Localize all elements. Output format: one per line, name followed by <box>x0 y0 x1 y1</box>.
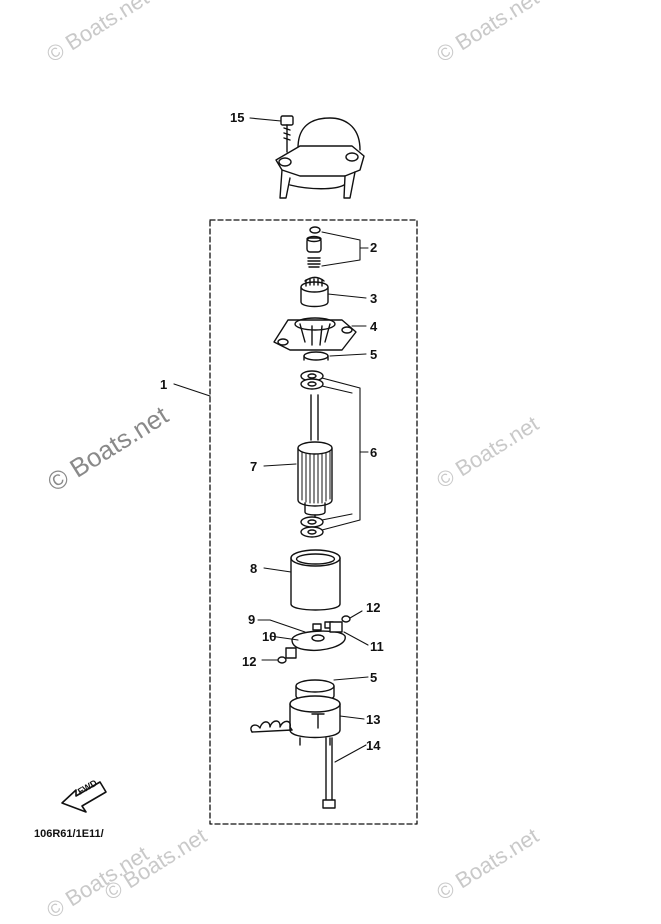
part-12-spring-upper <box>341 615 351 623</box>
top-bracket <box>275 117 365 199</box>
part-2-stopper-set <box>306 226 322 268</box>
callout-9: 9 <box>248 612 256 627</box>
callout-15: 15 <box>230 110 245 125</box>
callout-3: 3 <box>370 291 378 306</box>
callout-4: 4 <box>370 319 378 334</box>
part-13-rear-cover <box>250 695 341 746</box>
leader-lines <box>173 117 369 763</box>
part-6-washers-lower <box>300 516 324 538</box>
part-9-brush-plate <box>291 621 346 652</box>
callout-12-lower: 12 <box>242 654 257 669</box>
part-8-yoke <box>290 549 341 611</box>
part-11-brush <box>329 621 343 633</box>
part-12-spring-lower <box>277 647 297 664</box>
callout-5-upper: 5 <box>370 347 378 362</box>
callout-6: 6 <box>370 445 378 460</box>
callout-2: 2 <box>370 240 378 255</box>
callout-14: 14 <box>366 738 381 753</box>
part-4-front-cover <box>273 317 357 351</box>
callout-5-lower: 5 <box>370 670 378 685</box>
callout-12-upper: 12 <box>366 600 381 615</box>
diagram-code: 106R61/1E11/ <box>34 828 104 840</box>
fwd-arrow-icon <box>61 781 107 813</box>
assembly-boundary <box>209 219 418 825</box>
callout-1: 1 <box>160 377 168 392</box>
part-5-bushing-upper <box>303 351 329 361</box>
part-15-bolt <box>280 115 294 153</box>
callout-7: 7 <box>250 459 258 474</box>
part-7-armature <box>297 394 333 523</box>
callout-8: 8 <box>250 561 258 576</box>
part-6-washers-upper <box>300 370 324 390</box>
part-3-pinion <box>300 276 329 308</box>
part-14-through-bolt <box>322 737 336 809</box>
part-6-leader <box>321 377 361 531</box>
callout-13: 13 <box>366 712 381 727</box>
callout-11: 11 <box>370 639 384 654</box>
callout-10: 10 <box>262 629 277 644</box>
